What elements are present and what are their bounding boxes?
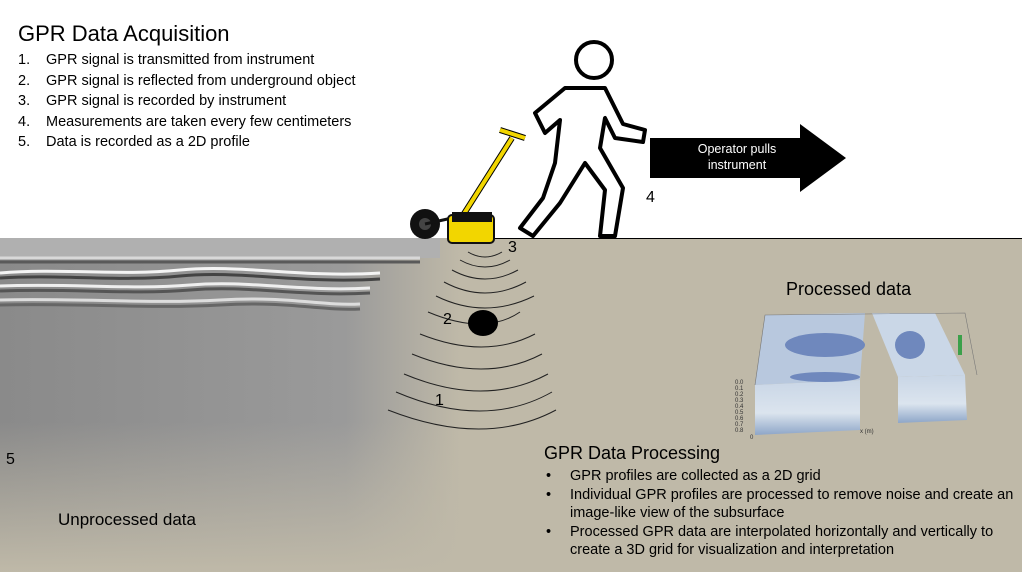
marker-4: 4 (646, 189, 655, 206)
step-text: GPR signal is recorded by instrument (46, 93, 287, 109)
z-tick: 0.6 (735, 416, 744, 422)
x-axis-label: x (m) (860, 429, 874, 435)
z-tick: 0.1 (735, 386, 744, 392)
step-item: 1. GPR signal is transmitted from instrum… (18, 50, 356, 71)
z-tick: 0.8 (735, 428, 744, 434)
step-text: Data is recorded as a 2D profile (46, 134, 250, 150)
processed-3d-volume: 0.0 0.1 0.2 0.3 0.4 0.5 0.6 0.7 0.8 0 x … (735, 312, 978, 440)
processing-title: GPR Data Processing (544, 443, 721, 463)
step-text: GPR signal is reflected from underground… (46, 72, 356, 89)
z-tick: 0.3 (735, 398, 744, 404)
z-tick: 0.4 (735, 404, 744, 410)
z-tick: 0.0 (735, 380, 744, 386)
gpr-instrument (410, 127, 526, 244)
step-text: GPR signal is transmitted from instrumen… (46, 52, 315, 68)
marker-1: 1 (435, 392, 444, 409)
step-item: 5. Data is recorded as a 2D profile (18, 132, 356, 153)
step-item: 3. GPR signal is recorded by instrument (18, 91, 356, 112)
arrow-label-line2: instrument (707, 158, 767, 172)
bullet-item: Individual GPR profiles are processed to… (544, 486, 1014, 523)
processing-bullets: GPR profiles are collected as a 2D grid … (544, 467, 1014, 560)
processed-label: Processed data (786, 279, 912, 299)
direction-arrow (650, 124, 846, 192)
step-number: 1. (18, 52, 31, 68)
operator-figure (518, 40, 647, 238)
marker-2: 2 (443, 311, 452, 328)
signal-waves (387, 251, 557, 430)
step-number: 2. (18, 72, 31, 89)
z-tick: 0.5 (735, 410, 744, 416)
ground-surface-line (400, 238, 1022, 239)
unprocessed-label: Unprocessed data (58, 510, 196, 529)
processing-section: GPR Data Processing GPR profiles are col… (544, 443, 1014, 560)
unprocessed-radargram (0, 238, 460, 572)
step-text: Measurements are taken every few centime… (46, 113, 352, 130)
step-item: 4. Measurements are taken every few centi… (18, 112, 356, 133)
arrow-label-line1: Operator pulls (697, 142, 777, 156)
acquisition-steps: 1. GPR signal is transmitted from instrum… (18, 50, 356, 153)
x-origin: 0 (750, 435, 754, 440)
arrow-label: Operator pulls instrument (662, 141, 812, 173)
step-number: 5. (18, 134, 31, 150)
z-tick: 0.2 (735, 392, 744, 398)
z-tick: 0.7 (735, 422, 744, 428)
bullet-item: Processed GPR data are interpolated hori… (544, 523, 1014, 560)
marker-3: 3 (508, 239, 517, 256)
step-number: 3. (18, 93, 31, 109)
acquisition-title: GPR Data Acquisition (18, 21, 230, 46)
step-number: 4. (18, 113, 31, 130)
acquisition-section: GPR Data Acquisition 1. GPR signal is tra… (18, 21, 356, 153)
marker-5: 5 (6, 451, 15, 468)
buried-object (468, 310, 498, 336)
bullet-item: GPR profiles are collected as a 2D grid (544, 467, 1014, 486)
step-item: 2. GPR signal is reflected from undergrou… (18, 71, 356, 92)
